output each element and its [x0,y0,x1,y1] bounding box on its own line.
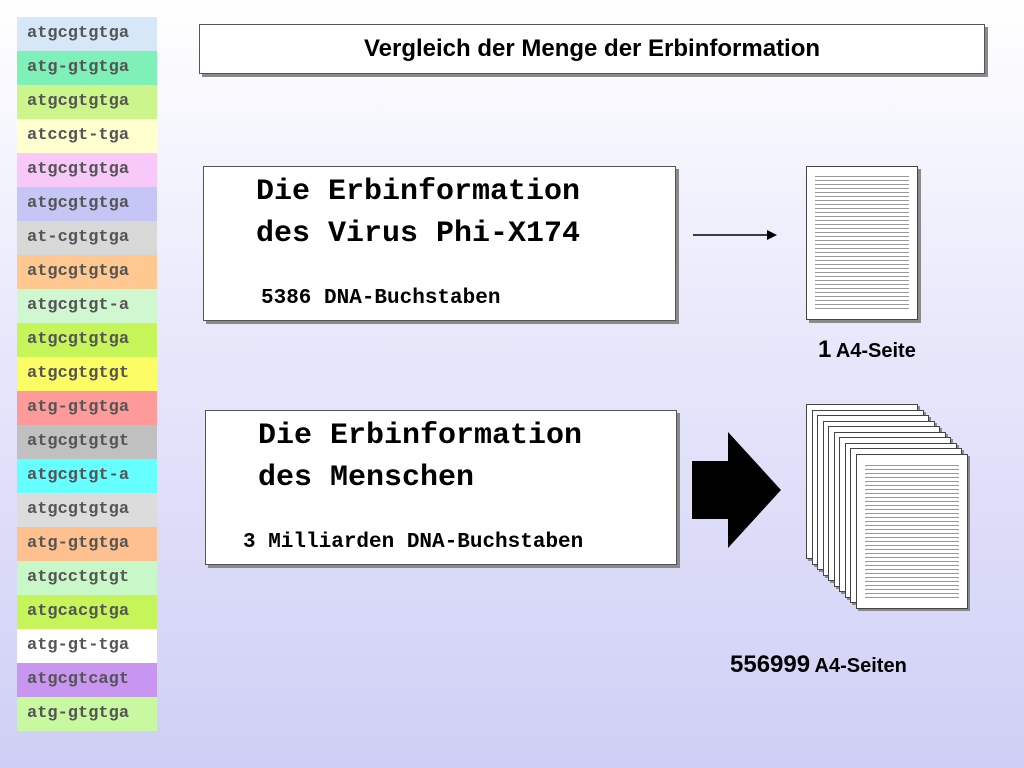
virus-letter-count: 5386 DNA-Buchstaben [261,287,501,310]
dna-sequence-item: atccgt-tga [17,119,157,153]
dna-sequence-item: atgcgtgtga [17,323,157,357]
dna-sequence-item: atgcgtgtga [17,187,157,221]
dna-sequence-item: atgcgtgtga [17,17,157,51]
dna-sequence-item: atg-gtgtga [17,391,157,425]
page-text-lines [864,464,959,598]
single-page-unit: A4-Seite [835,340,916,362]
thin-right-arrow-icon [693,230,777,240]
single-page-result: 1 A4-Seite [818,336,916,364]
virus-heading-line-1: Die Erbinformation [256,175,581,209]
human-heading-line-2: des Menschen [258,461,475,495]
dna-sequence-item: atg-gtgtga [17,697,157,731]
thick-right-arrow-icon [692,432,781,548]
page-stack-icon [806,404,976,619]
dna-sequence-item: atgcgtcagt [17,663,157,697]
dna-sequence-item: atgcgtgtgt [17,357,157,391]
dna-sequence-item: atgcacgtga [17,595,157,629]
dna-sequence-item: atgcctgtgt [17,561,157,595]
dna-sequence-item: atgcgtgtga [17,153,157,187]
dna-sequence-item: atgcgtgtga [17,85,157,119]
page-icon [806,166,918,320]
dna-sequence-item: atgcgtgt-a [17,459,157,493]
page-stack-unit: A4-Seiten [814,655,907,677]
page-stack-count: 556999 [730,651,811,678]
dna-sequence-item: atg-gt-tga [17,629,157,663]
dna-sequence-item: atg-gtgtga [17,51,157,85]
dna-sequence-item: atgcgtgt-a [17,289,157,323]
virus-info-box: Die Erbinformation des Virus Phi-X174 53… [203,166,676,321]
page-text-lines [815,176,909,309]
single-page-count: 1 [818,336,832,363]
dna-sequence-item: atg-gtgtga [17,527,157,561]
slide-title: Vergleich der Menge der Erbinformation [199,24,985,74]
dna-sequence-item: atgcgtgtgt [17,425,157,459]
dna-sequence-item: atgcgtgtga [17,255,157,289]
dna-sequence-item: at-cgtgtga [17,221,157,255]
virus-heading-line-2: des Virus Phi-X174 [256,217,581,251]
page-stack-result: 556999 A4-Seiten [730,651,907,679]
stacked-page [855,453,968,609]
dna-sequence-item: atgcgtgtga [17,493,157,527]
human-info-box: Die Erbinformation des Menschen 3 Millia… [205,410,677,565]
human-heading-line-1: Die Erbinformation [258,419,583,453]
human-letter-count: 3 Milliarden DNA-Buchstaben [243,531,584,554]
